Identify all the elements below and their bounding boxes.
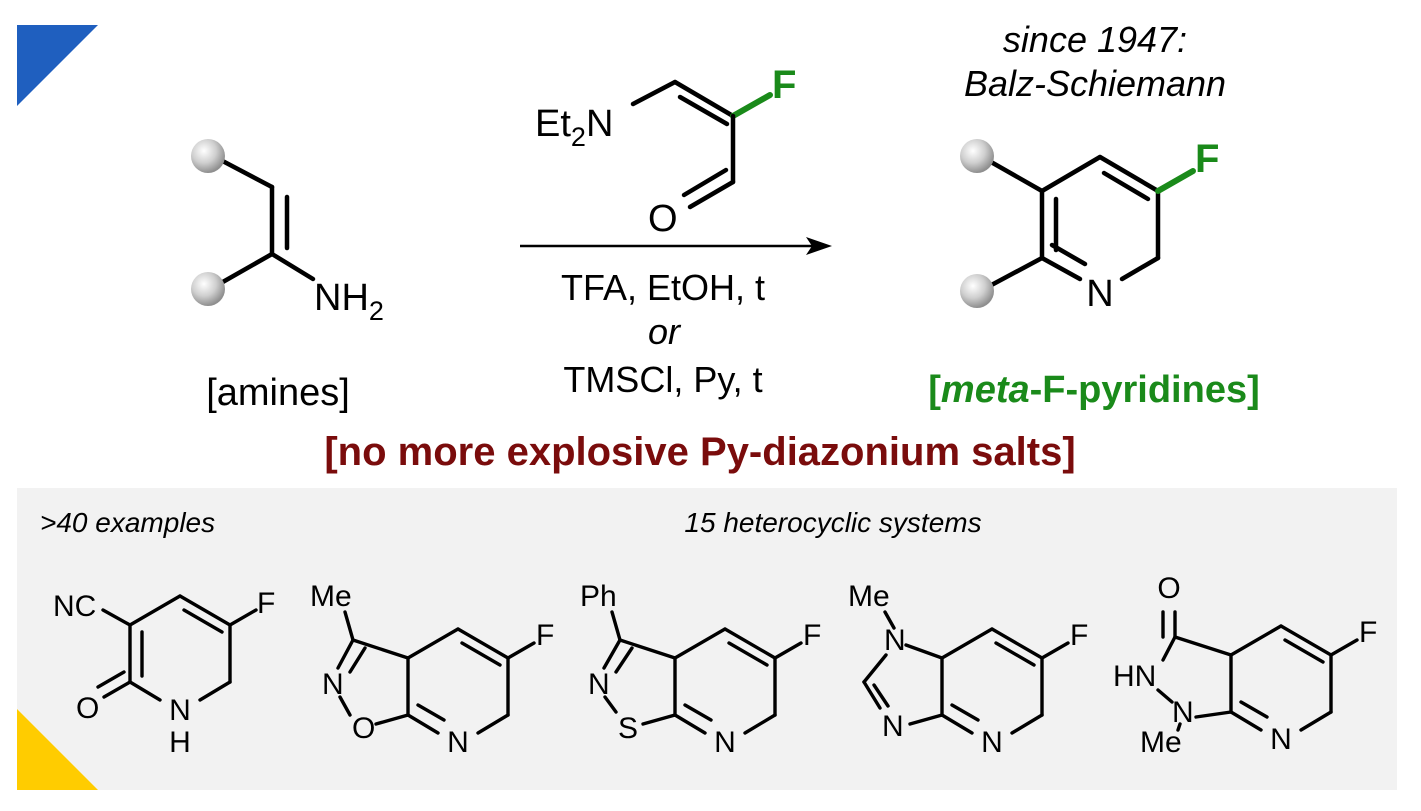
heterocyclic-systems: 15 heterocyclic systems — [684, 507, 981, 538]
example-pyrazolopyridinone: O HN N Me N F — [1113, 572, 1377, 759]
ex1-hydrogen: H — [169, 726, 191, 759]
example-pyridone: NC F O N H — [53, 587, 275, 759]
product-nitrogen: N — [1086, 273, 1113, 315]
ex4-imine-nitrogen: N — [882, 710, 904, 743]
safety-highlight: [no more explosive Py-diazonium salts] — [324, 430, 1075, 474]
condition-line-1: TFA, EtOH, t — [561, 267, 765, 308]
product-caption: [meta-F-pyridines] — [928, 369, 1260, 411]
ex2-ring-nitrogen: N — [447, 726, 469, 759]
ex3-fluorine: F — [803, 619, 821, 652]
ex4-ring-nitrogen: N — [981, 726, 1003, 759]
svg-text:NH2: NH2 — [314, 277, 384, 326]
ex5-nitrogen: N — [1172, 696, 1194, 729]
ex2-methyl: Me — [310, 580, 352, 613]
nh-label: NH — [314, 277, 369, 319]
amine-reactant: NH2 [amines] — [191, 139, 384, 414]
ex3-nitrogen: N — [588, 668, 610, 701]
example-isothiazolopyridine: Ph N S N F — [580, 580, 821, 759]
reagent-nitrogen: N — [586, 103, 613, 145]
ex2-nitrogen: N — [322, 668, 344, 701]
ex3-phenyl: Ph — [580, 580, 617, 613]
reaction-arrow — [520, 237, 832, 255]
example-imidazopyridine: Me N N N F — [848, 580, 1088, 759]
history-line-1: since 1947: — [1003, 19, 1187, 60]
ex2-oxygen: O — [352, 712, 375, 745]
ex5-ring-nitrogen: N — [1270, 723, 1292, 756]
substituent-ball — [960, 274, 994, 308]
history-line-2: Balz-Schiemann — [964, 63, 1226, 104]
substituent-ball — [191, 272, 225, 306]
reagent-oxygen: O — [648, 198, 678, 240]
svg-text:Et2N: Et2N — [535, 103, 613, 152]
corner-blue-triangle — [17, 25, 98, 106]
ex1-nc: NC — [53, 590, 96, 623]
ex4-fluorine: F — [1070, 619, 1088, 652]
product-fluorine: F — [1195, 137, 1219, 181]
ex4-nitrogen: N — [884, 624, 906, 657]
ex5-methyl: Me — [1140, 726, 1182, 759]
examples-count: >40 examples — [40, 507, 215, 538]
et-label: Et — [535, 103, 571, 145]
condition-or: or — [648, 311, 682, 352]
condition-line-2: TMSCl, Py, t — [563, 359, 762, 400]
substituent-ball — [191, 139, 225, 173]
substituent-ball — [960, 139, 994, 173]
amines-caption: [amines] — [206, 372, 350, 414]
ex3-ring-nitrogen: N — [714, 726, 736, 759]
ex5-hn: HN — [1113, 660, 1156, 693]
nh-subscript: 2 — [369, 296, 384, 326]
ex3-sulfur: S — [618, 712, 638, 745]
et-subscript: 2 — [571, 122, 586, 152]
ex2-fluorine: F — [536, 619, 554, 652]
ex1-fluorine: F — [257, 587, 275, 620]
ex1-nitrogen: N — [169, 694, 191, 727]
ex4-methyl: Me — [848, 580, 890, 613]
example-isoxazolopyridine: Me N O N F — [310, 580, 554, 759]
reagent-fluorine: F — [772, 63, 796, 107]
ex1-oxygen: O — [76, 692, 99, 725]
fluoro-enaminal-reagent: Et2N F O — [535, 63, 796, 240]
ex5-fluorine: F — [1359, 616, 1377, 649]
fluoropyridine-product: F N — [960, 137, 1219, 315]
corner-yellow-triangle-overlay — [17, 709, 98, 790]
ex5-oxygen: O — [1157, 572, 1180, 605]
